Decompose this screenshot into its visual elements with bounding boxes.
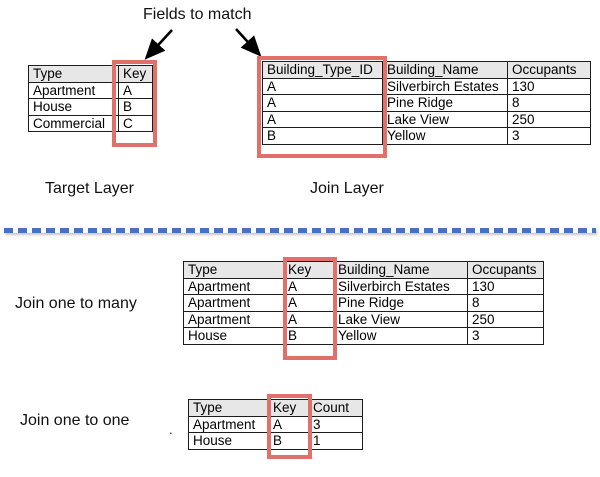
table-cell: Apartment	[183, 294, 284, 312]
table-cell: House	[183, 327, 284, 345]
table-cell: 1	[308, 432, 363, 450]
column-header: Building_Name	[382, 61, 508, 79]
join-one-to-many-label: Join one to many	[15, 295, 137, 312]
table-cell: Apartment	[183, 310, 284, 328]
table-cell: C	[118, 114, 153, 132]
table-cell: 250	[507, 110, 591, 128]
arrow-to-join-key-icon	[235, 28, 262, 57]
table-cell: 130	[467, 277, 544, 295]
join-one-to-one-label: Join one to one	[20, 412, 130, 429]
column-header: Occupants	[467, 261, 544, 279]
table-cell: Apartment	[183, 277, 284, 295]
table-cell: Commercial	[28, 114, 119, 132]
column-header: Building_Name	[333, 261, 468, 279]
table-cell: 8	[467, 294, 544, 312]
arrow-to-target-key-icon	[144, 29, 173, 60]
column-header: Key	[283, 261, 334, 279]
table-cell: 130	[507, 77, 591, 95]
table-cell: Pine Ridge	[382, 94, 508, 112]
column-header: Type	[183, 261, 284, 279]
table-cell: Lake View	[333, 310, 468, 328]
table-cell: Silverbirch Estates	[333, 277, 468, 295]
fields-to-match-label: Fields to match	[143, 6, 252, 23]
table-cell: 250	[467, 310, 544, 328]
join-key-column-highlight	[257, 56, 387, 158]
table-cell: Apartment	[28, 81, 119, 99]
table-cell: Lake View	[382, 110, 508, 128]
one-to-many-key-column-highlight	[283, 257, 337, 360]
table-cell: 8	[507, 94, 591, 112]
target-key-column-highlight	[112, 60, 157, 147]
table-cell: B	[262, 127, 383, 145]
column-header: Type	[188, 399, 269, 417]
join-layer-label: Join Layer	[310, 180, 384, 197]
target-layer-label: Target Layer	[45, 180, 134, 197]
column-header: Type	[28, 65, 119, 83]
table-cell: Apartment	[188, 415, 269, 433]
table-cell: Pine Ridge	[333, 294, 468, 312]
table-cell: Yellow	[333, 327, 468, 345]
section-divider-dashed-line	[4, 228, 596, 233]
table-cell: House	[188, 432, 269, 450]
column-header: Building_Type_ID	[262, 61, 383, 79]
one-to-one-key-column-highlight	[267, 394, 312, 459]
stray-dot: .	[169, 422, 173, 437]
column-header: Occupants	[507, 61, 591, 79]
table-cell: 3	[467, 327, 544, 345]
table-cell: 3	[507, 127, 591, 145]
table-cell: House	[28, 98, 119, 116]
table-cell: Yellow	[382, 127, 508, 145]
table-cell: Silverbirch Estates	[382, 77, 508, 95]
column-header: Count	[308, 399, 363, 417]
table-cell: 3	[308, 415, 363, 433]
